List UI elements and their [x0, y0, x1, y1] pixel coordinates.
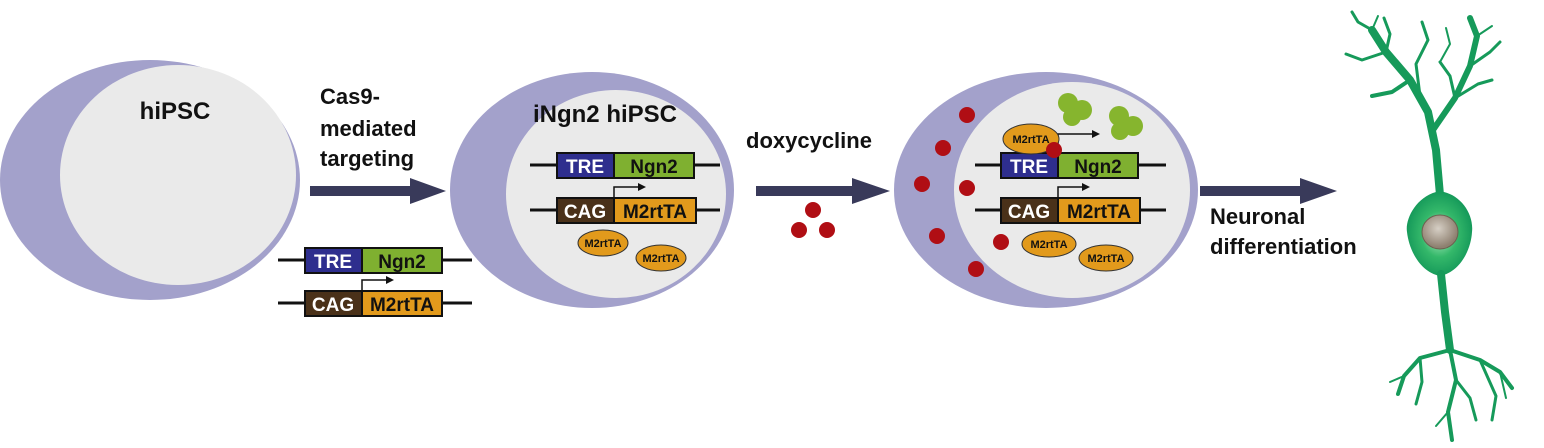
- m2rtta-protein: M2rtTA: [1021, 230, 1077, 258]
- ingn2-title: iNgn2 hiPSC: [533, 101, 677, 128]
- m2rtta-box: [361, 290, 443, 317]
- doxycycline-molecule: [929, 228, 945, 244]
- tre-label: TRE: [1010, 157, 1048, 178]
- construct-cag-m2rtta: CAG M2rtTA: [278, 276, 472, 317]
- doxycycline-molecule: [959, 180, 975, 196]
- construct-tre-ngn2: TRE Ngn2: [530, 152, 720, 179]
- differentiation-label-line1: Neuronal: [1210, 204, 1305, 229]
- ngn2-protein: [1109, 106, 1143, 140]
- cag-label: CAG: [312, 295, 354, 316]
- hipsc-cell: hiPSC: [0, 60, 300, 300]
- dox-arrow: [756, 178, 890, 204]
- cag-box: [556, 197, 615, 224]
- m2rtta-protein: M2rtTA: [1078, 244, 1134, 272]
- tre-label: TRE: [566, 157, 604, 178]
- doxycycline-molecule: [968, 261, 984, 277]
- m2rtta-label: M2rtTA: [1067, 202, 1131, 223]
- targeting-label-line1: Cas9-: [320, 84, 380, 109]
- m2rtta-label: M2rtTA: [370, 295, 434, 316]
- m2rtta-protein: M2rtTA: [1002, 123, 1060, 155]
- m2rtta-label: M2rtTA: [623, 202, 687, 223]
- dox-step: doxycycline: [746, 128, 890, 238]
- m2rtta-protein-label: M2rtTA: [1030, 239, 1067, 251]
- m2rtta-protein-label: M2rtTA: [642, 253, 679, 265]
- ngn2-label: Ngn2: [378, 252, 426, 273]
- apical-dendrites: [1344, 10, 1502, 199]
- doxycycline-molecule: [1046, 142, 1062, 158]
- dox-label: doxycycline: [746, 128, 872, 153]
- cag-label: CAG: [1008, 202, 1050, 223]
- doxycycline-molecule: [914, 176, 930, 192]
- tre-box: [304, 247, 363, 274]
- m2rtta-box: [1057, 197, 1141, 224]
- differentiation-step: Neuronal differentiation: [1200, 178, 1357, 259]
- doxycycline-molecule: [805, 202, 821, 218]
- hipsc-title: hiPSC: [140, 98, 211, 125]
- m2rtta-protein-label: M2rtTA: [1087, 253, 1124, 265]
- doxycycline-molecule: [819, 222, 835, 238]
- differentiation-arrow: [1200, 178, 1337, 204]
- construct-tre-ngn2: TRE Ngn2: [278, 247, 472, 274]
- targeting-label-line3: targeting: [320, 146, 414, 171]
- differentiation-label-line2: differentiation: [1210, 234, 1357, 259]
- ngn2-box: [361, 247, 443, 274]
- ingn2-cell: iNgn2 hiPSC TRE Ngn2 CAG M2rtTA M2rtTA M: [450, 72, 734, 308]
- doxycycline-molecule: [791, 222, 807, 238]
- construct-cag-m2rtta: CAG M2rtTA: [975, 183, 1166, 224]
- neuron: [1344, 10, 1514, 442]
- doxycycline-molecule: [959, 107, 975, 123]
- targeting-step: Cas9- mediated targeting: [310, 84, 446, 204]
- ngn2-box: [1057, 152, 1139, 179]
- cag-label: CAG: [564, 202, 606, 223]
- ngn2-label: Ngn2: [630, 157, 678, 178]
- cag-box: [1000, 197, 1059, 224]
- promoter-arrow-icon: [361, 276, 394, 291]
- ngn2-protein: [1058, 93, 1092, 126]
- induced-cell: TRE Ngn2 M2rtTA CAG M2rtTA M2rtTA: [894, 72, 1198, 308]
- targeting-label-line2: mediated: [320, 116, 417, 141]
- m2rtta-box: [613, 197, 697, 224]
- construct-cag-m2rtta: CAG M2rtTA: [530, 183, 720, 224]
- doxycycline-molecule: [935, 140, 951, 156]
- promoter-arrow-icon: [613, 183, 646, 198]
- m2rtta-protein: M2rtTA: [635, 244, 687, 272]
- donor-constructs: TRE Ngn2 CAG M2rtTA: [278, 247, 472, 317]
- axon-and-basal-dendrites: [1389, 270, 1514, 442]
- ngn2-label: Ngn2: [1074, 157, 1122, 178]
- m2rtta-protein-label: M2rtTA: [584, 238, 621, 250]
- ngn2-box: [613, 152, 695, 179]
- tre-label: TRE: [314, 252, 352, 273]
- promoter-arrow-icon: [1057, 183, 1090, 198]
- nucleus: [1421, 214, 1459, 250]
- doxycycline-molecule: [993, 234, 1009, 250]
- cell-interior: [60, 65, 296, 285]
- targeting-arrow: [310, 178, 446, 204]
- m2rtta-protein: M2rtTA: [577, 229, 629, 257]
- m2rtta-protein-label: M2rtTA: [1012, 134, 1049, 146]
